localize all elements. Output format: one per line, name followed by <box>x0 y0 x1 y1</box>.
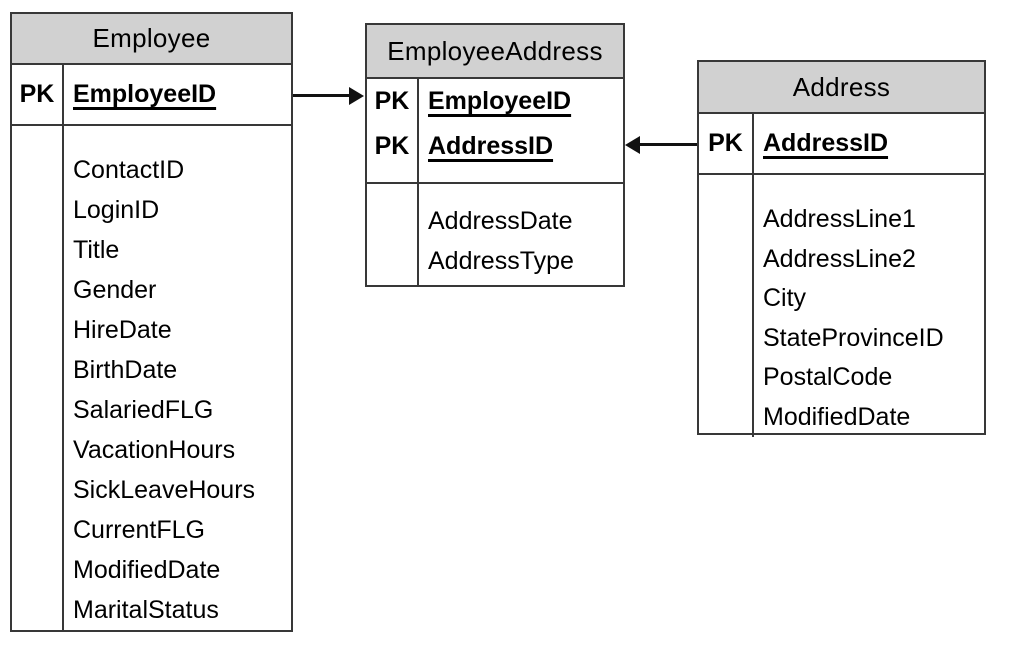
entity-address-key-section: PK AddressID <box>699 114 984 175</box>
entity-employeeaddress-key-section: PK PK EmployeeID AddressID <box>367 79 623 184</box>
attribute: ModifiedDate <box>73 556 221 584</box>
attribute: VacationHours <box>73 436 236 464</box>
attribute: CurrentFLG <box>73 516 205 544</box>
entity-employeeaddress-attributes: AddressDate AddressType <box>419 184 623 285</box>
entity-employeeaddress-key-fields: EmployeeID AddressID <box>419 79 623 182</box>
arrowhead-left-icon <box>625 135 640 154</box>
attribute: MaritalStatus <box>73 596 219 624</box>
attribute: AddressType <box>428 247 574 275</box>
entity-employeeaddress-header: EmployeeAddress <box>367 25 623 79</box>
attribute: StateProvinceID <box>763 323 944 352</box>
attribute: LoginID <box>73 196 160 224</box>
entity-address: Address PK AddressID AddressLine1 Addres… <box>697 60 986 437</box>
entity-employeeaddress-body: AddressDate AddressType <box>367 184 623 285</box>
entity-employee-body: ContactID LoginID Title Gender HireDate … <box>12 126 291 630</box>
entity-employeeaddress-pk-column: PK PK <box>367 79 419 182</box>
entity-address-pk-column: PK <box>699 114 754 173</box>
attribute: BirthDate <box>73 356 178 384</box>
entity-employeeaddress-title: EmployeeAddress <box>387 35 603 66</box>
entity-employee-body-gutter <box>12 126 64 630</box>
entity-address-header: Address <box>699 62 984 114</box>
entity-employee-attributes: ContactID LoginID Title Gender HireDate … <box>64 126 291 630</box>
pk-field-employeeid: EmployeeID <box>73 80 217 108</box>
attribute: City <box>763 284 807 312</box>
relationship-line-address-to-employeeaddress <box>639 143 697 146</box>
entity-address-title: Address <box>792 71 891 102</box>
entity-employee-key-fields: EmployeeID <box>64 65 291 124</box>
attribute: SalariedFLG <box>73 396 214 424</box>
attribute: AddressDate <box>428 207 573 235</box>
pk-field-addressid: AddressID <box>763 129 889 157</box>
pk-field-employeeid: EmployeeID <box>428 87 572 115</box>
entity-employee-key-section: PK EmployeeID <box>12 65 291 126</box>
attribute: Title <box>73 236 120 264</box>
attribute: ModifiedDate <box>763 402 911 431</box>
attribute: ContactID <box>73 156 185 184</box>
entity-employeeaddress-body-gutter <box>367 184 419 285</box>
attribute: Gender <box>73 276 157 304</box>
attribute: PostalCode <box>763 363 893 391</box>
pk-field-addressid: AddressID <box>428 132 554 160</box>
relationship-line-employee-to-employeeaddress <box>293 94 351 97</box>
entity-employee-pk-column: PK <box>12 65 64 124</box>
attribute: AddressLine2 <box>763 244 916 273</box>
attribute: HireDate <box>73 316 172 344</box>
pk-label: PK <box>708 129 743 157</box>
entity-address-body: AddressLine1 AddressLine2 City StateProv… <box>699 175 984 437</box>
entity-employeeaddress: EmployeeAddress PK PK EmployeeID Address… <box>365 23 625 287</box>
entity-employee-title: Employee <box>92 23 211 53</box>
pk-label: PK <box>374 132 410 160</box>
arrowhead-right-icon <box>349 86 364 105</box>
entity-address-attributes: AddressLine1 AddressLine2 City StateProv… <box>754 175 984 437</box>
attribute: AddressLine1 <box>763 205 916 233</box>
pk-label: PK <box>374 87 410 115</box>
entity-employee: Employee PK EmployeeID ContactID LoginID… <box>10 12 293 632</box>
entity-address-key-fields: AddressID <box>754 114 984 173</box>
entity-employee-header: Employee <box>12 14 291 65</box>
attribute: SickLeaveHours <box>73 476 256 504</box>
entity-address-body-gutter <box>699 175 754 437</box>
pk-label: PK <box>19 80 55 108</box>
